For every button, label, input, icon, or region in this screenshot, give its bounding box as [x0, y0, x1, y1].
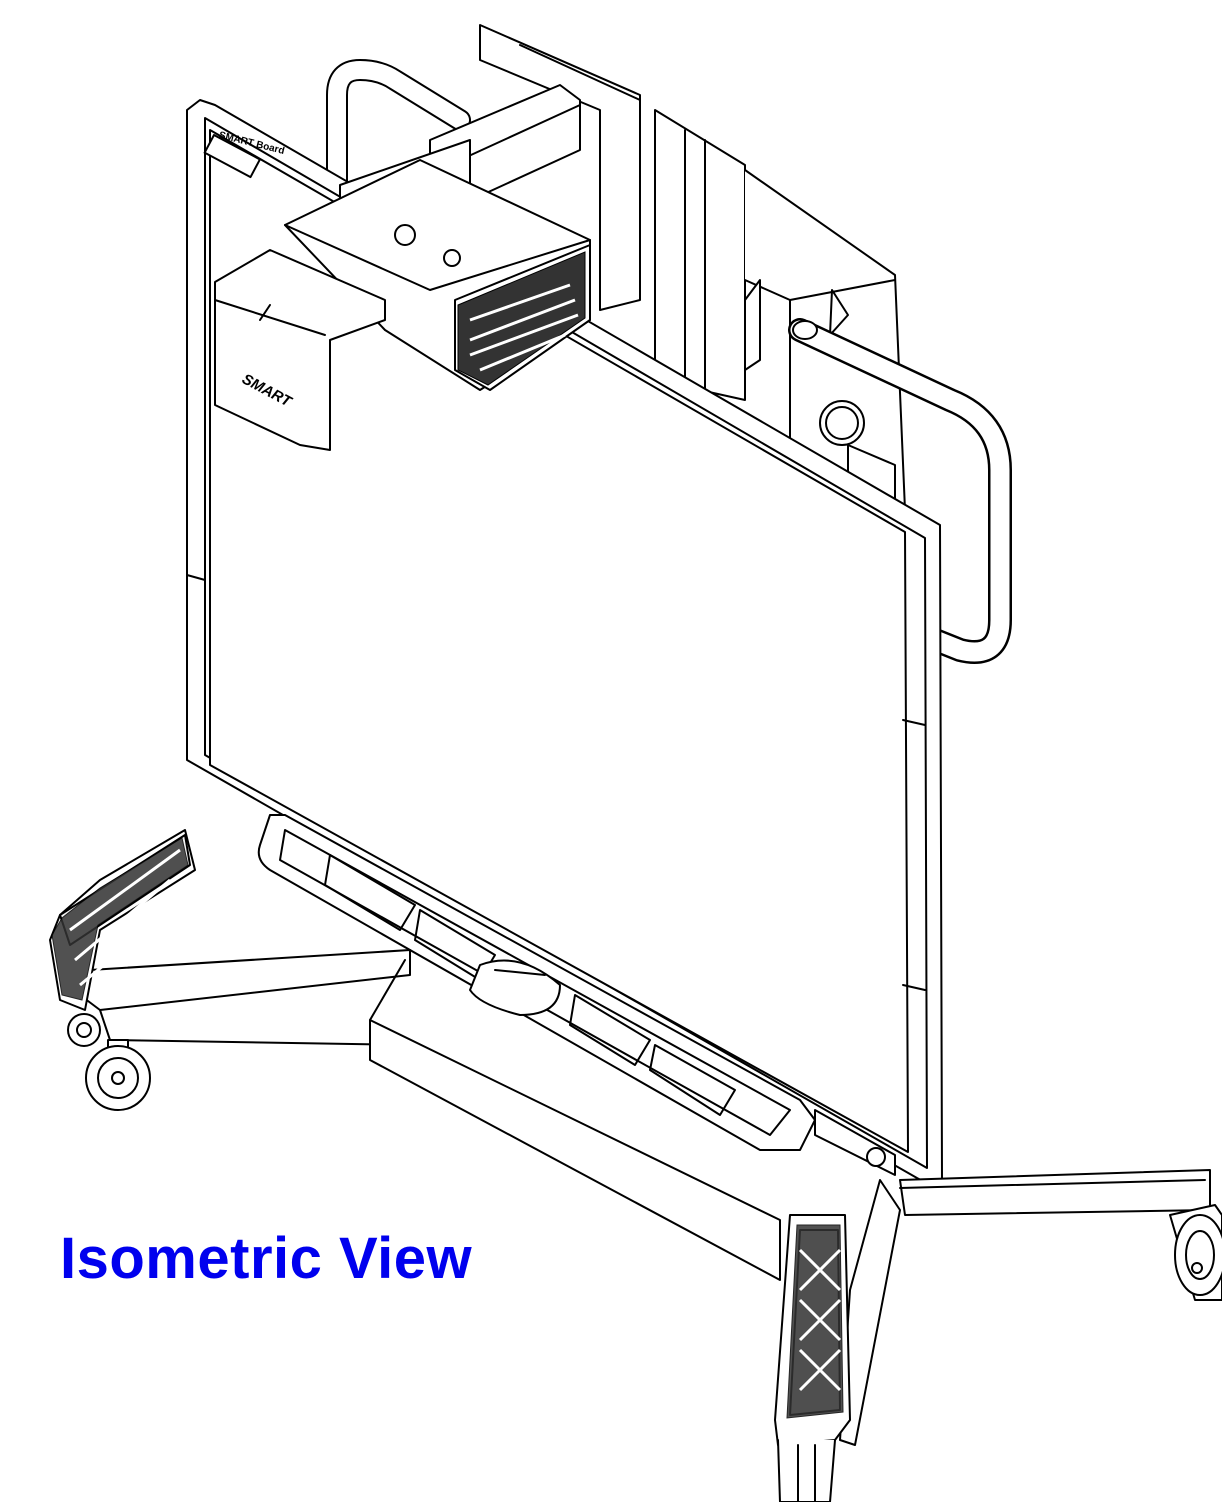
right-caster [1169, 1204, 1222, 1301]
rear-column [479, 24, 906, 511]
front-foot-tread [786, 1224, 844, 1419]
whiteboard [186, 99, 943, 1186]
view-caption: Isometric View [60, 1226, 473, 1291]
projector-grille [457, 251, 586, 386]
pen-tray [257, 814, 896, 1176]
back-handle [326, 59, 471, 201]
base [59, 949, 1211, 1446]
left-foot-tread [51, 837, 189, 1001]
side-handle [788, 318, 1012, 664]
